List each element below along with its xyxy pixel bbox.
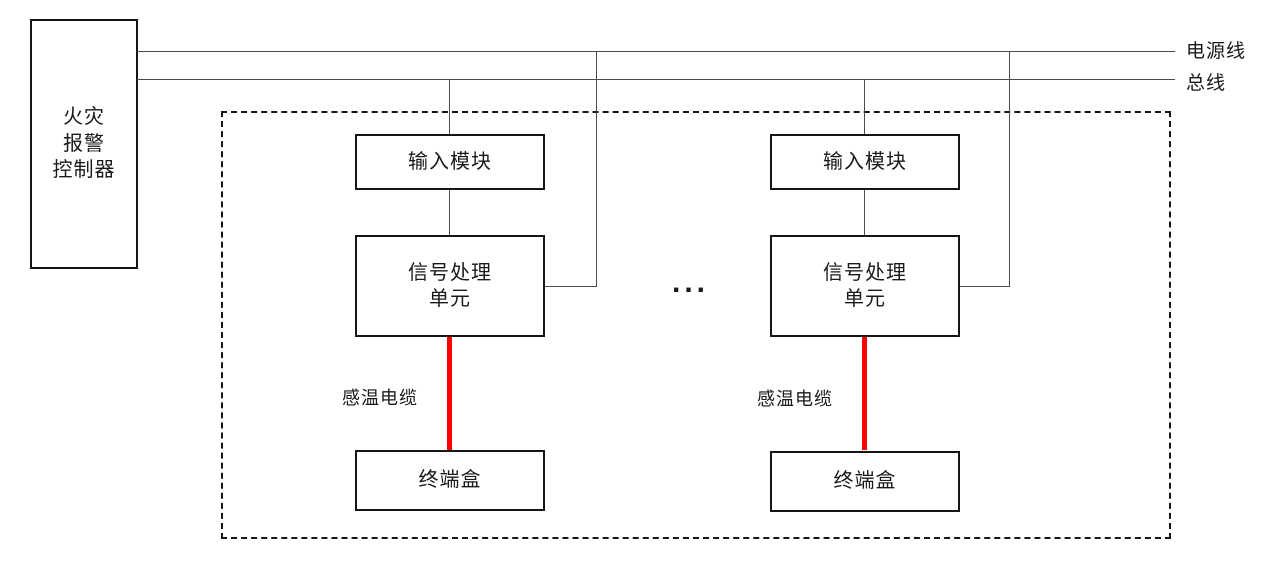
power-to-signal-connector-2 — [960, 286, 1010, 287]
ellipsis-indicator: ... — [672, 266, 710, 299]
sensing-cable-label-2: 感温电缆 — [757, 389, 833, 409]
signal-processing-unit-box-2: 信号处理 单元 — [770, 235, 960, 337]
power-drop-line-2 — [1009, 52, 1010, 287]
bus-to-input-connector-1 — [449, 79, 450, 134]
terminal-box-2: 终端盒 — [770, 451, 960, 512]
sensing-cable-line-2 — [862, 337, 867, 450]
bus-to-input-connector-2 — [864, 79, 865, 134]
signal-processing-unit-box-1: 信号处理 单元 — [355, 235, 545, 337]
input-to-signal-connector-2 — [864, 190, 865, 235]
input-to-signal-connector-1 — [449, 190, 450, 235]
sensing-cable-label-1: 感温电缆 — [342, 388, 418, 408]
power-line-label: 电源线 — [1186, 41, 1247, 62]
fire-alarm-controller-box: 火灾 报警 控制器 — [30, 19, 138, 269]
terminal-box-1: 终端盒 — [355, 450, 545, 511]
bus-line — [137, 79, 1175, 80]
power-line — [137, 51, 1175, 52]
power-drop-line-1 — [596, 52, 597, 287]
input-module-box-2: 输入模块 — [770, 134, 960, 190]
power-to-signal-connector-1 — [545, 286, 597, 287]
sensing-cable-line-1 — [447, 337, 452, 450]
detection-zone-boundary — [221, 111, 1171, 539]
input-module-box-1: 输入模块 — [355, 134, 545, 190]
bus-line-label: 总线 — [1186, 73, 1227, 94]
